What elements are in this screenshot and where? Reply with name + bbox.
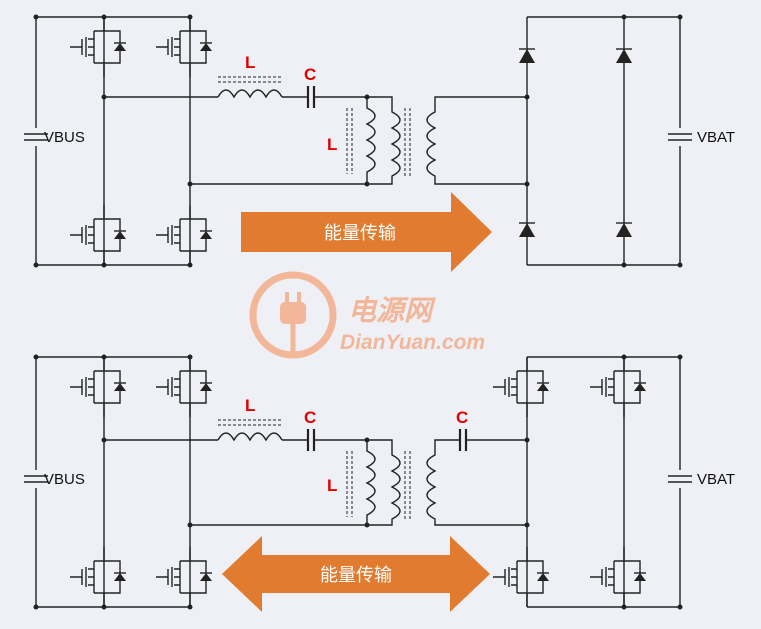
bottom-mosfet-q4 xyxy=(155,546,213,608)
bottom-mosfet-q7 xyxy=(492,546,550,608)
top-rectifier-diode-4 xyxy=(615,222,633,238)
bottom-mosfet-q5 xyxy=(492,356,550,418)
bottom-arrow-text: 能量传输 xyxy=(320,565,392,586)
bottom-magnetizing-inductor xyxy=(365,440,376,525)
top-mosfet-q3 xyxy=(69,204,127,266)
top-circuit: VBUS VBAT L C L 能量传输 xyxy=(23,14,735,272)
top-vbat-capacitor xyxy=(667,133,693,141)
top-energy-arrow xyxy=(241,192,492,272)
top-mosfet-q1 xyxy=(69,16,127,78)
bottom-mosfet-q3 xyxy=(69,546,127,608)
bottom-circuit: VBUS VBAT L C C L 能量传输 xyxy=(23,354,735,612)
bottom-secondary-capacitor-label: C xyxy=(456,408,468,427)
bottom-vbus-label: VBUS xyxy=(44,471,85,488)
top-magnetizing-label: L xyxy=(327,135,337,154)
top-rectifier-diode-3 xyxy=(518,222,536,238)
top-series-inductor xyxy=(217,89,283,99)
top-rectifier-diode-2 xyxy=(615,48,633,64)
bottom-vbat-label: VBAT xyxy=(697,471,735,488)
bottom-energy-arrow xyxy=(222,536,490,612)
top-arrow-text: 能量传输 xyxy=(324,223,396,244)
watermark-brand-cn: 电源网 xyxy=(348,294,436,327)
plug-logo-icon xyxy=(249,271,337,359)
top-inductor-label: L xyxy=(245,53,255,72)
top-mosfet-q4 xyxy=(155,204,213,266)
top-capacitor-label: C xyxy=(304,65,316,84)
watermark: 电源网 DianYuan.com xyxy=(249,271,485,359)
bottom-mosfet-q6 xyxy=(589,356,647,418)
bottom-mosfet-q2 xyxy=(155,356,213,418)
bottom-vbat-capacitor xyxy=(667,475,693,483)
bottom-capacitor-label: C xyxy=(304,408,316,427)
top-vbat-label: VBAT xyxy=(697,129,735,146)
top-rectifier-diode-1 xyxy=(518,48,536,64)
bottom-series-inductor xyxy=(217,432,283,442)
watermark-brand-en: DianYuan.com xyxy=(340,331,485,354)
top-magnetizing-inductor xyxy=(365,97,376,184)
bottom-mosfet-q8 xyxy=(589,546,647,608)
top-vbus-label: VBUS xyxy=(44,129,85,146)
bottom-mosfet-q1 xyxy=(69,356,127,418)
top-mosfet-q2 xyxy=(155,16,213,78)
bottom-magnetizing-label: L xyxy=(327,476,337,495)
bottom-inductor-label: L xyxy=(245,396,255,415)
